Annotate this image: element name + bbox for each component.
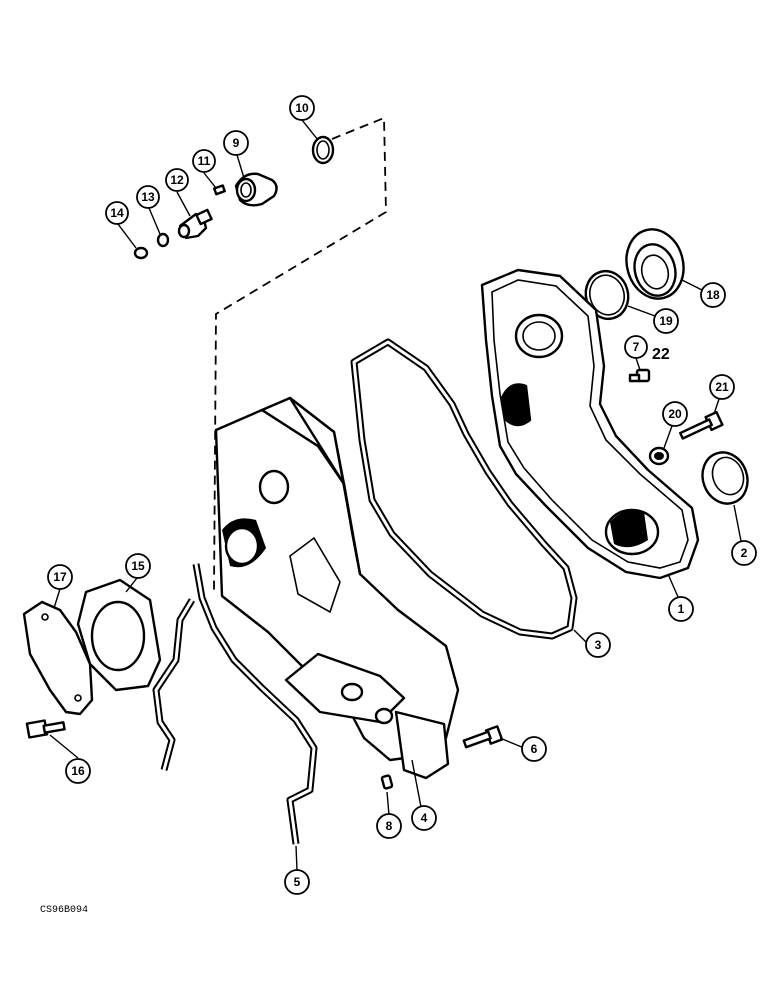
part-wear-sleeve-18 — [625, 228, 685, 300]
svg-text:19: 19 — [659, 314, 673, 328]
part-gasket-15 — [76, 578, 162, 692]
part-o-ring-10 — [311, 135, 335, 165]
figure-code: CS96B094 — [40, 905, 88, 916]
part-front-cover-1 — [480, 268, 700, 580]
part-gear-housing-4 — [214, 396, 460, 780]
svg-text:3: 3 — [595, 638, 602, 652]
svg-text:2: 2 — [741, 546, 748, 560]
part-cap-screw-16 — [25, 719, 66, 739]
callout-17: 17 — [47, 564, 73, 590]
part-cap-screw-7 — [628, 368, 651, 383]
callout-21: 21 — [709, 374, 735, 400]
callout-2: 2 — [731, 540, 757, 566]
svg-text:12: 12 — [170, 173, 184, 187]
callout-4: 4 — [411, 805, 437, 831]
callout-11: 11 — [192, 149, 216, 173]
callout-15: 15 — [125, 553, 151, 579]
svg-text:1: 1 — [678, 602, 685, 616]
callout-1: 1 — [668, 596, 694, 622]
part-cover-gasket-3 — [350, 338, 578, 640]
callout-12: 12 — [165, 168, 189, 192]
part-washer-14 — [133, 246, 149, 260]
callout-14: 14 — [105, 201, 129, 225]
svg-text:8: 8 — [386, 819, 393, 833]
svg-text:4: 4 — [421, 811, 428, 825]
part-dowel-pin-8 — [380, 774, 394, 790]
svg-text:20: 20 — [668, 407, 682, 421]
callout-20: 20 — [662, 401, 688, 427]
callout-19: 19 — [653, 308, 679, 334]
callout-5: 5 — [284, 869, 310, 895]
part-cap-screw-21 — [679, 410, 724, 440]
svg-text:15: 15 — [131, 559, 145, 573]
callout-7: 7 — [624, 335, 648, 359]
part-cap-screw-6 — [462, 725, 504, 749]
svg-text:9: 9 — [233, 136, 240, 150]
label-22: 22 — [652, 346, 670, 363]
svg-text:21: 21 — [715, 380, 729, 394]
callout-10: 10 — [289, 95, 315, 121]
callout-3: 3 — [585, 632, 611, 658]
callout-16: 16 — [65, 758, 91, 784]
callout-13: 13 — [136, 185, 160, 209]
svg-text:13: 13 — [141, 190, 155, 204]
svg-text:18: 18 — [706, 288, 720, 302]
callout-6: 6 — [521, 736, 547, 762]
part-adapter-12 — [177, 208, 213, 240]
svg-text:10: 10 — [295, 101, 309, 115]
part-tach-drive-housing-9 — [234, 172, 278, 207]
part-housing-gasket-5 — [152, 563, 318, 845]
svg-text:16: 16 — [71, 764, 85, 778]
svg-text:6: 6 — [531, 742, 538, 756]
assembly-dashed-line — [213, 116, 387, 591]
part-oil-seal-2 — [701, 451, 749, 505]
callout-9: 9 — [223, 130, 249, 156]
svg-text:7: 7 — [633, 340, 640, 354]
svg-text:11: 11 — [198, 154, 211, 168]
part-o-ring-13 — [156, 232, 170, 248]
part-plug-20 — [648, 446, 670, 466]
svg-text:5: 5 — [294, 875, 301, 889]
svg-text:17: 17 — [53, 570, 67, 584]
callout-18: 18 — [700, 282, 726, 308]
svg-text:14: 14 — [110, 206, 124, 220]
part-screw-11 — [213, 184, 226, 196]
callout-8: 8 — [376, 813, 402, 839]
